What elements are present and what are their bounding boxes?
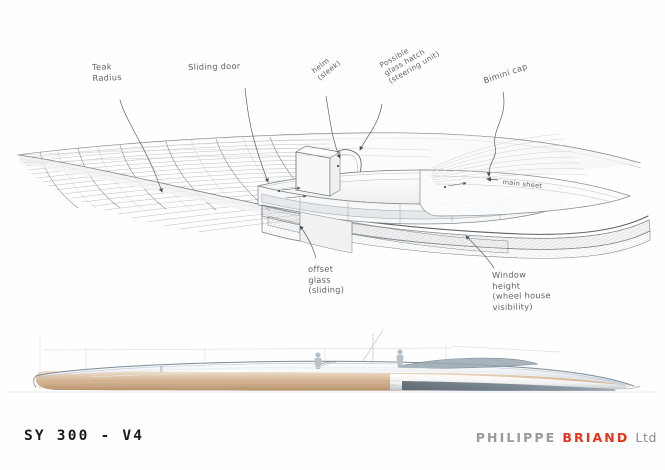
logo-ltd: Ltd [635, 430, 657, 445]
logo-briand: BRIAND [562, 430, 630, 445]
logo-philippe: PHILIPPE [475, 430, 557, 445]
page-title: SY 300 - V4 [24, 428, 145, 444]
studio-logo: PHILIPPE BRIAND Ltd [476, 430, 657, 445]
footer: SY 300 - V4 PHILIPPE BRIAND Ltd [0, 424, 665, 470]
